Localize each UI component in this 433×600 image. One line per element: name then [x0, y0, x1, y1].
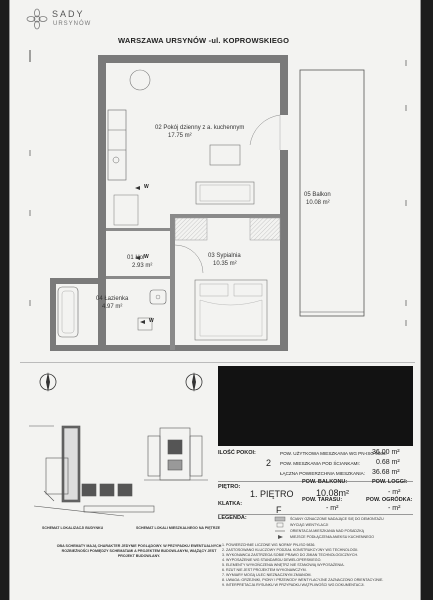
room-area-hol: 2.93 m² — [132, 263, 153, 269]
loggia-area-value: - m² — [388, 489, 401, 496]
garden-area-value: - m² — [388, 505, 401, 512]
note-item: 8. UWAGA: GRZEJNIKI, PIONY I PRZEWODY WE… — [222, 578, 384, 582]
balcony-outline — [299, 69, 365, 317]
render-image-placeholder — [218, 366, 413, 446]
note-item: 9. INTERPRETACJA RYSUNKU W PRZYPADKU WĄT… — [222, 583, 365, 587]
floor-plan-sheet: SADY URSYNÓW WARSZAWA URSYNÓW -ul. KOPRO… — [10, 0, 420, 600]
logo-title: SADY — [52, 9, 85, 19]
logo-subtitle: URSYNÓW — [53, 21, 92, 27]
floor-value: 1. PIĘTRO — [250, 489, 294, 499]
legend-item: ŚCIANY OZNACZONE NADAJĄCE SIĘ DO DEMONTA… — [290, 517, 384, 521]
room-area-bathroom: 4.97 m² — [102, 304, 123, 310]
area-value-under-walls: 0.68 m² — [376, 459, 400, 466]
staircase-label: KLATKA: — [218, 501, 243, 507]
note-item: 4. WYPOSAŻENIE WG STANDARDU DEWELOPERSKI… — [222, 558, 322, 562]
note-item: 3. WYKONAWCA ZASTRZEGA SOBIE PRAWO DO ZM… — [222, 553, 359, 557]
floor-schema-label: SCHEMAT LOKALI MIESZKALNEGO NA PIĘTRZE — [136, 526, 221, 530]
room-name-balcony: 05 Balkon — [304, 192, 331, 198]
plan-heading: WARSZAWA URSYNÓW -ul. KOPROWSKIEGO — [118, 36, 290, 45]
flower-logo-icon — [26, 8, 48, 30]
schema-disclaimer: OBA SCHEMATY MAJĄ CHARAKTER JEDYNIE POGL… — [56, 544, 222, 558]
garden-area-label: POW. OGRÓDKA: — [366, 497, 413, 503]
ventilation-marker: W — [144, 184, 149, 190]
floor-label: PIĘTRO: — [218, 484, 241, 490]
apartment-floor-plan — [29, 50, 407, 351]
room-name-hol: 01 Hol — [127, 255, 145, 261]
area-label-usable: POW. UŻYTKOWA MIESZKANIA WG PN-ISO 9836: — [280, 451, 387, 456]
room-name-bathroom: 04 Łazienka — [96, 296, 129, 302]
note-item: 6. RZUT NIE JEST PROJEKTEM WYKONAWCZYM. — [222, 568, 307, 572]
section-divider — [20, 362, 415, 363]
ventilation-marker: W — [144, 254, 149, 260]
terrace-area-label: POW. TARASU: — [302, 497, 343, 503]
terrace-area-value: - m² — [326, 505, 339, 512]
area-value-total: 36.68 m² — [372, 469, 400, 476]
note-item: 5. ELEMENTY WYKOŃCZENIA WNĘTRZ NIE STANO… — [222, 563, 345, 567]
room-area-living: 17.75 m² — [168, 133, 192, 139]
site-schema-label: SCHEMAT LOKALIZACJI BUDYNKU — [42, 526, 104, 530]
balcony-area-label: POW. BALKONU: — [302, 479, 348, 485]
loggia-area-label: POW. LOGGI: — [372, 479, 408, 485]
note-item: 7. WYMIARY MOGĄ ULEC NIEZNACZNYM ZMIANOM… — [222, 573, 312, 577]
rooms-count-label: ILOŚĆ POKOI: — [218, 450, 256, 456]
legend-label: LEGENDA: — [218, 515, 247, 521]
top-wall — [98, 55, 286, 63]
legend-symbols — [274, 516, 286, 539]
area-label-under-walls: POW. MIESZKANIA POD ŚCIANKAMI: — [280, 461, 360, 466]
note-item: 1. POWIERZCHNIE LICZONE WG NORMY PN-ISO … — [222, 543, 316, 547]
legend-item: MIEJSCE PODŁĄCZENIA ANEKSU KUCHENNEGO — [290, 535, 375, 539]
legend-item: ORIENTACJA MIESZKANIA NAD POSADZKĄ — [290, 529, 365, 533]
area-label-total: ŁĄCZNA POWIERZCHNIA MIESZKANIA: — [280, 471, 365, 476]
room-area-balcony: 10.08 m² — [306, 200, 330, 206]
ventilation-marker: W — [149, 318, 154, 324]
room-area-bedroom: 10.35 m² — [213, 261, 237, 267]
location-schematics — [29, 372, 208, 517]
note-item: 2. ZASTOSOWANO KLUCZOWY PODZIAŁ KONSTRUK… — [222, 548, 359, 552]
room-name-bedroom: 03 Sypialnia — [208, 253, 241, 259]
rooms-count-value: 2 — [266, 458, 272, 468]
area-value-usable: 36.00 m² — [372, 449, 400, 456]
balcony-area-value: 10.08m² — [316, 488, 350, 498]
staircase-value: F — [276, 505, 282, 515]
left-wall — [98, 55, 106, 345]
room-name-living: 02 Pokój dzienny z a. kuchennym — [155, 125, 245, 131]
legend-item: WYCIĄG WENTYLACJI — [290, 523, 329, 527]
